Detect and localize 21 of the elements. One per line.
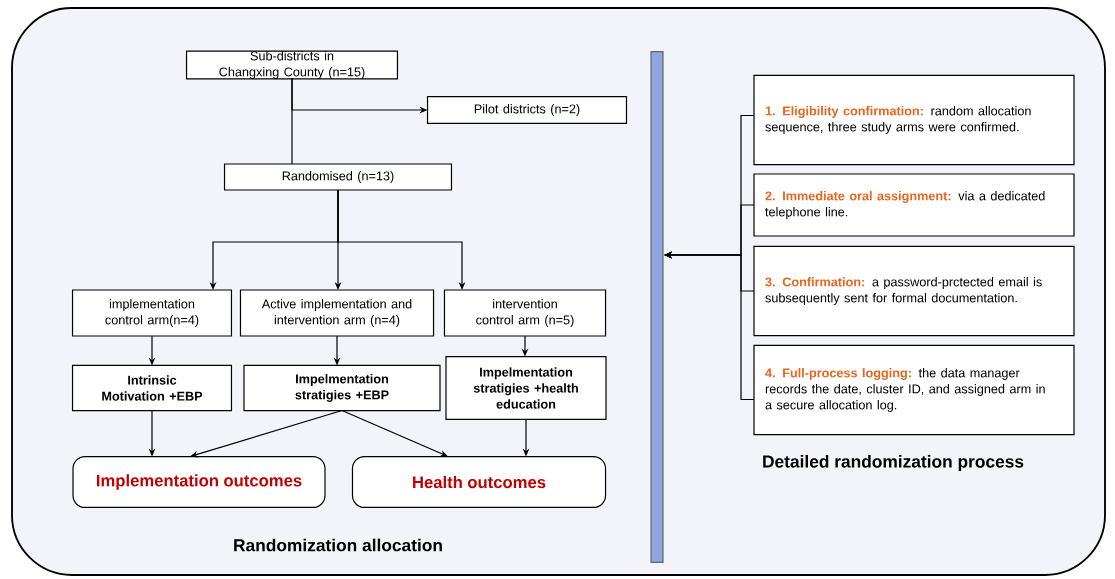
step-box: 1. Eligibility confirmation: random allocation sequence, three study arms were confirmed. (753, 74, 1075, 166)
arrow (337, 189, 466, 290)
outcome-box: Health outcomes (351, 455, 607, 509)
outcome-box: Implementation outcomes (72, 455, 326, 509)
strategy-box: Impelmentation stratigies +health education (445, 355, 607, 421)
strategy-box: Intrinsic Motivation +EBP (71, 364, 233, 412)
flowchart-box: Pilot districts (n=2) (426, 95, 628, 125)
flowchart-box: implementation control arm(n=4) (71, 289, 233, 337)
strategy-box: Impelmentation stratigies +EBP (243, 364, 441, 412)
step-box: 4. Full-process logging: the data manager records the date, cluster ID, and assigned arm in a secure allocation log. (753, 344, 1075, 436)
arrow (190, 409, 343, 458)
flowchart-box: intervention control arm (n=5) (443, 289, 607, 337)
flowchart-box: Active implementation and intervention arm (n=4) (239, 289, 435, 337)
section-title: Randomization allocation (234, 538, 442, 552)
arrow (341, 409, 448, 457)
step-box: 2. Immediate oral assignment: via a dedicated telephone line. (753, 173, 1075, 237)
step-box: 3. Confirmation: a password-prctected email is subsequently sent for formal documentation. (753, 245, 1075, 337)
section-title: Detailed randomization process (763, 454, 1024, 472)
flowchart-box: Sub-districts in Changxing County (n=15) (185, 50, 399, 80)
vertical-bar (650, 50, 664, 564)
flowchart-box: Randomised (n=13) (223, 163, 453, 191)
